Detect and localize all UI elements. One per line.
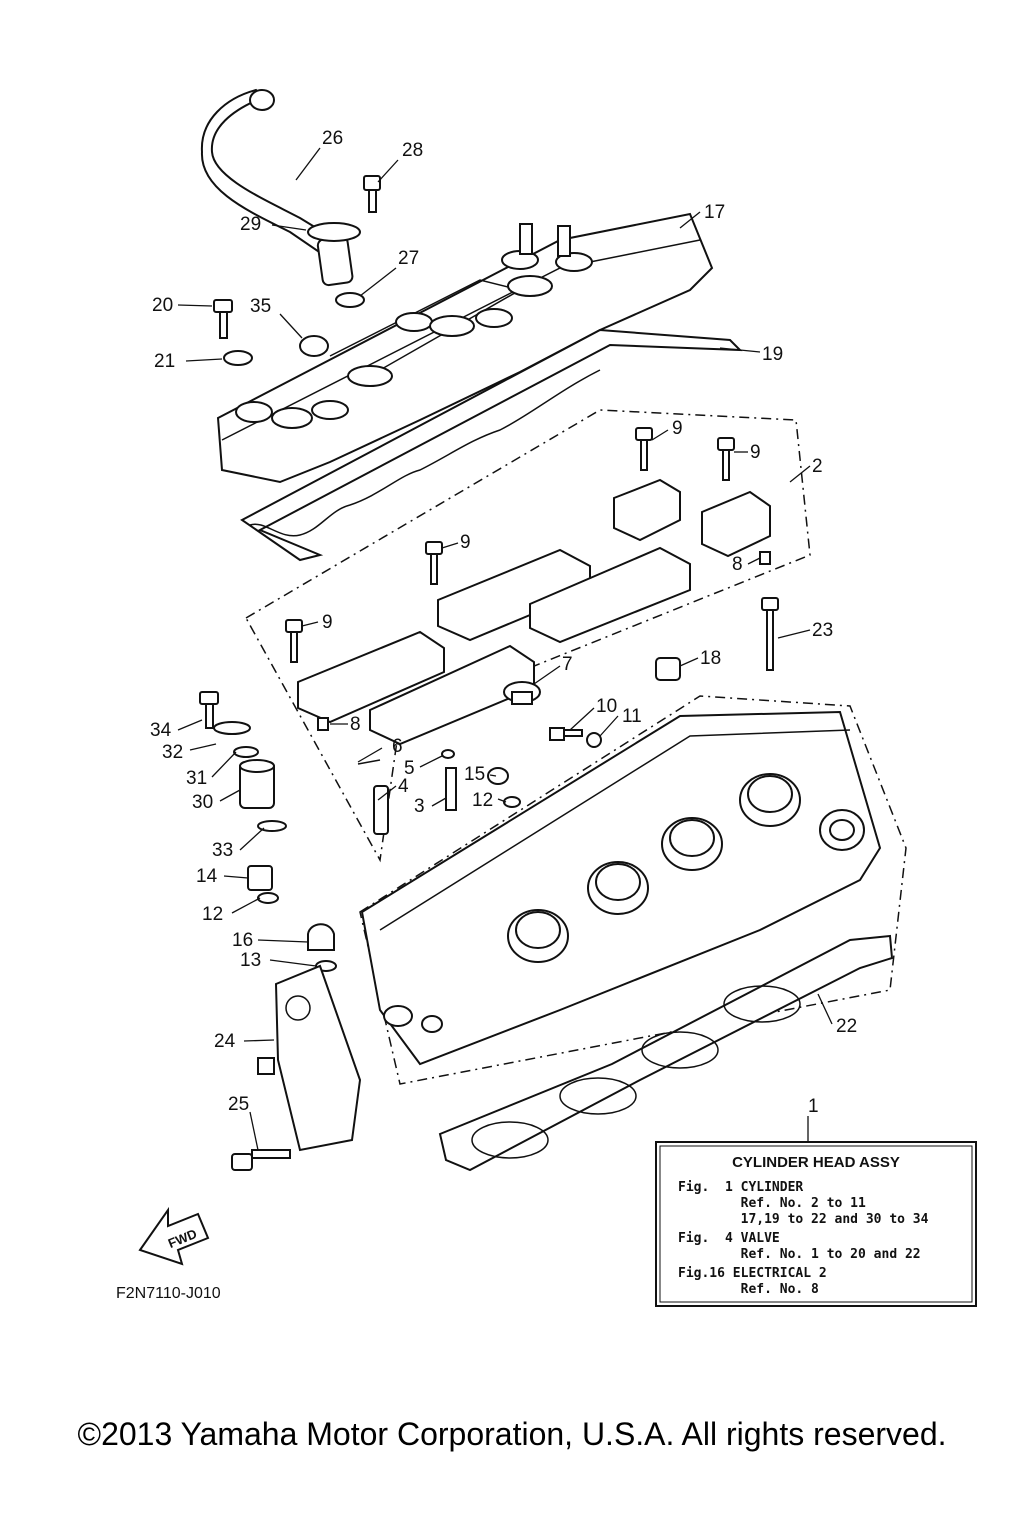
dowel-8a	[317, 717, 329, 731]
bolt-28	[363, 175, 381, 213]
callout-numbers: 26 28 29 27 17 20 35 21 19 9 9 2 9 8 9 2…	[150, 128, 857, 1117]
callout-22: 22	[836, 1016, 857, 1037]
callout-9c: 9	[750, 442, 761, 463]
diagram-code: F2N7110-J010	[116, 1285, 221, 1302]
leader-lines	[177, 147, 833, 1151]
callout-2: 2	[812, 456, 823, 477]
callout-21: 21	[154, 351, 175, 372]
callout-31: 31	[186, 768, 207, 789]
callout-25: 25	[228, 1094, 249, 1115]
grommet-21	[223, 350, 253, 366]
legend-line-7: Ref. No. 8	[678, 1282, 819, 1297]
callout-34: 34	[150, 720, 172, 741]
callout-35: 35	[250, 296, 271, 317]
callout-3: 3	[414, 796, 425, 817]
callout-9b: 9	[460, 532, 471, 553]
callout-7: 7	[562, 654, 573, 675]
cylinder-head-box	[359, 695, 907, 1085]
callout-9a: 9	[322, 612, 333, 633]
callout-29: 29	[240, 214, 261, 235]
head-gasket	[438, 934, 894, 1172]
callout-6: 6	[392, 736, 403, 757]
callout-30: 30	[192, 792, 213, 813]
legend-line-3: 17,19 to 22 and 30 to 34	[678, 1212, 929, 1227]
callout-13: 13	[240, 950, 261, 971]
legend-line-5: Ref. No. 1 to 20 and 22	[678, 1247, 921, 1262]
callout-17: 17	[704, 202, 725, 223]
callout-10: 10	[596, 696, 617, 717]
legend-line-1: Fig. 1 CYLINDER	[678, 1180, 803, 1195]
left-side-parts	[199, 691, 337, 972]
callout-4: 4	[398, 776, 409, 797]
copyright-notice: ©2013 Yamaha Motor Corporation, U.S.A. A…	[77, 1416, 947, 1452]
cylinder-head	[360, 710, 882, 1066]
callout-8b: 8	[732, 554, 743, 575]
breather-hose	[200, 88, 361, 287]
callout-26: 26	[322, 128, 343, 149]
callout-15: 15	[464, 764, 485, 785]
head-cover-gasket	[240, 328, 743, 562]
fwd-arrow-icon: FWD	[138, 1206, 210, 1266]
callout-19: 19	[762, 344, 783, 365]
dowel-8b	[759, 551, 771, 565]
callout-16: 16	[232, 930, 253, 951]
callout-8a: 8	[350, 714, 361, 735]
cam-cap-group-box	[244, 409, 811, 863]
callout-14: 14	[196, 866, 218, 887]
legend-box: CYLINDER HEAD ASSY Fig. 1 CYLINDER Ref. …	[655, 1141, 977, 1307]
head-cover	[216, 212, 714, 484]
callout-23: 23	[812, 620, 833, 641]
callout-1: 1	[808, 1096, 819, 1117]
callout-33: 33	[212, 840, 233, 861]
legend-line-6: Fig.16 ELECTRICAL 2	[678, 1266, 827, 1281]
callout-9d: 9	[672, 418, 683, 439]
valve-parts	[357, 657, 681, 835]
bracket-24	[274, 964, 362, 1152]
callout-12b: 12	[472, 790, 493, 811]
legend-line-4: Fig. 4 VALVE	[678, 1231, 780, 1246]
o-ring-27	[335, 292, 365, 308]
legend-title: CYLINDER HEAD ASSY	[732, 1154, 900, 1171]
legend-line-2: Ref. No. 2 to 11	[678, 1196, 866, 1211]
callout-28: 28	[402, 140, 423, 161]
callout-27: 27	[398, 248, 419, 269]
cam-cap-bolts	[285, 427, 735, 663]
callout-12a: 12	[202, 904, 223, 925]
callout-18: 18	[700, 648, 721, 669]
callout-20: 20	[152, 295, 173, 316]
callout-24: 24	[214, 1031, 236, 1052]
bolt-20	[213, 299, 233, 339]
callout-5: 5	[404, 758, 415, 779]
bolt-23	[761, 597, 779, 671]
cam-caps	[297, 478, 771, 746]
bolt-25	[231, 1149, 291, 1171]
callout-32: 32	[162, 742, 183, 763]
callout-11: 11	[622, 706, 642, 727]
plug-35	[299, 335, 329, 357]
